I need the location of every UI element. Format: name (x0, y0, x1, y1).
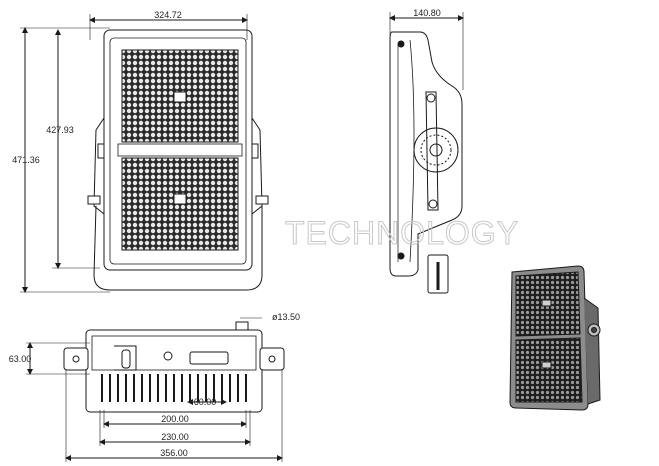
dim-356-label: 356.00 (160, 448, 188, 458)
mount-arm (425, 91, 439, 211)
left-bracket (93, 117, 105, 215)
dim-200-label: 200.00 (161, 414, 189, 424)
hole-dim-label: ø13.50 (272, 312, 300, 322)
depth-dim-label: 140.80 (413, 8, 441, 18)
outer-height-dim-label: 471.36 (12, 155, 40, 165)
yoke (93, 205, 263, 291)
height-dim-label: 63.00 (9, 354, 32, 364)
isometric-view (509, 265, 601, 411)
slot-dim-label: 60.00 (194, 397, 217, 407)
side-view (389, 12, 464, 294)
pivot-disc (413, 127, 459, 173)
mount-hole (163, 351, 173, 361)
bottom-body (85, 329, 263, 413)
inner-height-dim-label: 427.93 (46, 125, 74, 135)
bottom-view (26, 317, 285, 462)
dim-230-label: 230.00 (161, 432, 189, 442)
right-bracket (251, 117, 263, 215)
side-profile (389, 31, 463, 277)
front-view (20, 14, 269, 293)
iso-lower-panel (515, 337, 583, 403)
width-dim-label: 324.72 (154, 10, 182, 20)
watermark: TECHNOLOGY (285, 215, 519, 251)
